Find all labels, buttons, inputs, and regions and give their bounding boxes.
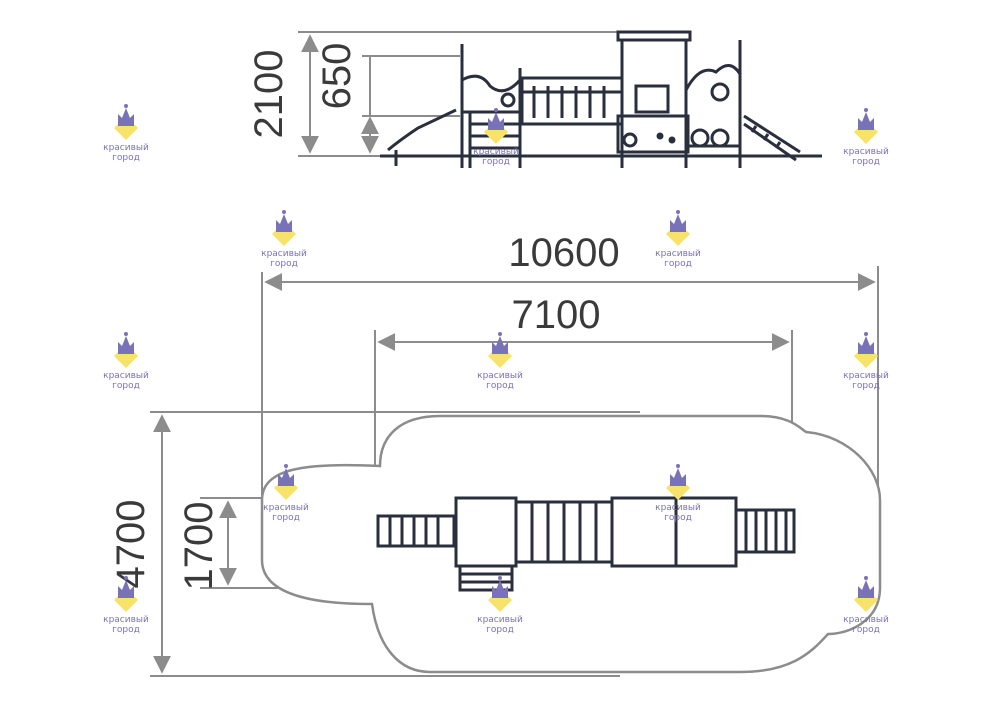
structure-length-label: 7100 (512, 293, 601, 337)
svg-text:город: город (486, 625, 514, 635)
svg-text:город: город (482, 157, 510, 167)
watermark-logo-icon: красивый город (655, 210, 701, 269)
overall-width-label: 4700 (109, 500, 153, 589)
watermark-logo-icon: красивый город (103, 576, 149, 635)
overall-length-label: 10600 (508, 231, 619, 275)
svg-text:город: город (852, 381, 880, 391)
watermark-logo-icon: красивый город (843, 576, 889, 635)
safety-zone-outline (260, 414, 882, 674)
watermark-logo-icon: красивый город (263, 464, 309, 523)
svg-text:красивый: красивый (263, 503, 309, 513)
svg-text:город: город (112, 153, 140, 163)
svg-text:красивый: красивый (843, 147, 889, 157)
watermark-logo-icon: красивый город (477, 332, 523, 391)
svg-text:красивый: красивый (843, 615, 889, 625)
structure-plan (376, 496, 796, 592)
svg-text:красивый: красивый (473, 147, 519, 157)
svg-text:красивый: красивый (103, 371, 149, 381)
watermark-logo-icon: красивый город (655, 464, 701, 523)
watermark-logo-icon: красивый город (843, 332, 889, 391)
svg-text:город: город (664, 513, 692, 523)
height-total-label: 2100 (247, 50, 291, 139)
side-elevation: 2100 650 (247, 30, 822, 168)
svg-text:город: город (852, 157, 880, 167)
svg-text:красивый: красивый (103, 615, 149, 625)
svg-text:город: город (852, 625, 880, 635)
svg-text:красивый: красивый (261, 249, 307, 259)
svg-text:красивый: красивый (103, 143, 149, 153)
svg-text:город: город (270, 259, 298, 269)
platform-height-label: 650 (315, 43, 359, 110)
watermarks: красивый город красивый город красивый г… (103, 104, 889, 635)
watermark-logo-icon: красивый город (843, 108, 889, 167)
watermark-logo-icon: красивый город (473, 108, 519, 167)
watermark-logo-icon: красивый город (103, 104, 149, 163)
structure-width-label: 1700 (177, 502, 221, 591)
watermark-logo-icon: красивый город (261, 210, 307, 269)
svg-text:город: город (112, 625, 140, 635)
watermark-logo-icon: красивый город (103, 332, 149, 391)
svg-text:красивый: красивый (843, 371, 889, 381)
svg-text:город: город (486, 381, 514, 391)
watermark-logo-icon: красивый город (477, 576, 523, 635)
svg-text:красивый: красивый (655, 503, 701, 513)
svg-text:красивый: красивый (477, 615, 523, 625)
plan-view: 10600 7100 4700 1700 (109, 231, 882, 677)
svg-text:город: город (112, 381, 140, 391)
svg-text:город: город (664, 259, 692, 269)
svg-text:город: город (272, 513, 300, 523)
svg-text:красивый: красивый (477, 371, 523, 381)
svg-text:красивый: красивый (655, 249, 701, 259)
